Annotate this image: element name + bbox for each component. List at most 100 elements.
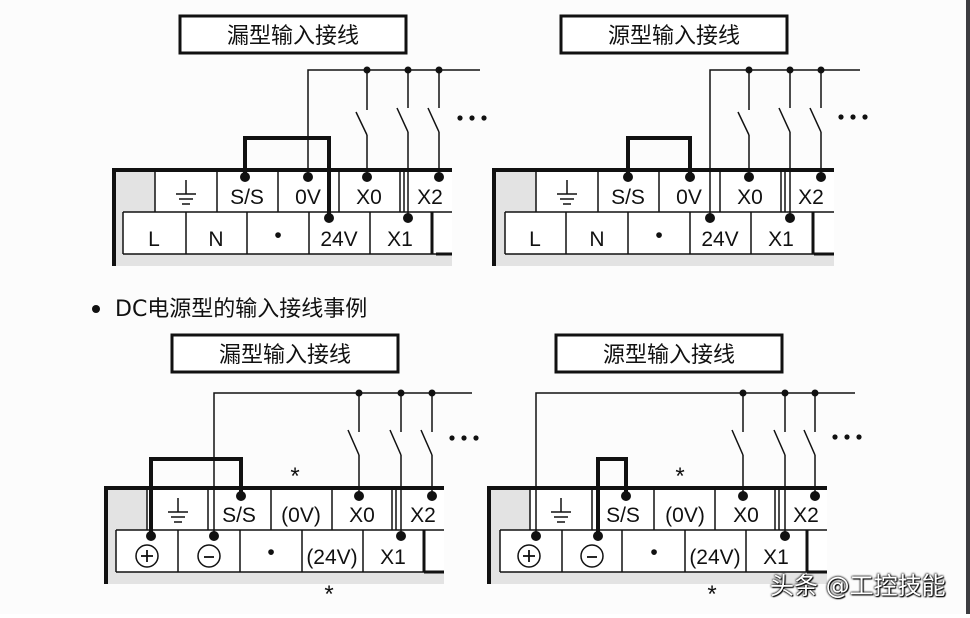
- terminal-dot: [303, 172, 313, 182]
- terminal-label: S/S: [222, 504, 256, 527]
- terminal-label: (24V): [689, 546, 740, 569]
- switch-x2: [427, 66, 444, 182]
- ground-icon: [557, 180, 577, 205]
- terminal-label: X2: [798, 186, 824, 209]
- terminal-block: S/S (0V) X0 X2 • (24V) X1 * *: [104, 463, 444, 608]
- bullet-icon: [92, 305, 100, 313]
- switch-x0: [347, 389, 364, 501]
- terminal-label: •: [655, 224, 662, 247]
- terminal-dot: [146, 531, 156, 541]
- switch-x0: [737, 66, 754, 182]
- wiring: [623, 66, 868, 223]
- jumper-wire: [243, 136, 331, 218]
- terminal-label: X0: [737, 186, 763, 209]
- terminal-label: S/S: [611, 186, 645, 209]
- terminal-label: X0: [733, 504, 759, 527]
- terminal-block: S/S (0V) X0 X2 • (24V) X1 * *: [487, 463, 827, 608]
- common-wire: [535, 392, 855, 536]
- terminal-label: N: [208, 228, 223, 251]
- watermark: 头条 @工控技能: [770, 572, 946, 600]
- common-wire: [709, 69, 860, 218]
- diagram-title: 源型输入接线: [603, 343, 735, 368]
- terminal-label: 0V: [295, 186, 321, 209]
- diagram-ac-source: 源型输入接线: [492, 14, 868, 266]
- wiring: [240, 66, 487, 223]
- terminal-label: X2: [793, 504, 819, 527]
- switch-x0: [355, 66, 372, 182]
- terminal-dot: [209, 531, 219, 541]
- asterisk-note: *: [290, 463, 299, 490]
- switch-x1: [773, 389, 790, 541]
- terminal-label: X1: [768, 228, 794, 251]
- terminal-label: X1: [387, 228, 413, 251]
- terminal-block: S/S 0V X0 X2 L N • 24V X1: [492, 168, 834, 266]
- terminal-label: X1: [380, 546, 406, 569]
- terminal-label: •: [650, 541, 657, 564]
- ellipsis-icon: [838, 114, 868, 120]
- terminal-dot: [685, 172, 695, 182]
- terminal-dot: [236, 491, 246, 501]
- terminal-label: N: [589, 228, 604, 251]
- wiring: [146, 389, 479, 541]
- title-box: 漏型输入接线: [170, 333, 400, 374]
- terminal-label: •: [274, 224, 281, 247]
- terminal-label: (24V): [306, 546, 357, 569]
- window-edge: [966, 0, 970, 614]
- ellipsis-icon: [457, 115, 487, 121]
- title-box: 源型输入接线: [559, 14, 789, 55]
- switch-x2: [803, 389, 820, 501]
- jumper-wire: [626, 136, 692, 177]
- diagram-title: 漏型输入接线: [227, 24, 359, 49]
- diagram-title: 漏型输入接线: [219, 343, 351, 368]
- terminal-label: X1: [763, 546, 789, 569]
- switch-x1: [778, 66, 795, 223]
- terminal-label: L: [148, 228, 160, 251]
- terminal-label: •: [267, 541, 274, 564]
- jumper-wire: [149, 457, 243, 536]
- terminal-dot: [593, 531, 603, 541]
- terminal-dot: [621, 491, 631, 501]
- terminal-label: 24V: [320, 228, 357, 251]
- diagram-ac-sink: 漏型输入接线: [112, 14, 487, 266]
- plus-terminal-icon: [135, 544, 159, 568]
- terminal-block: S/S 0V X0 X2 L N • 24V X1: [112, 168, 452, 266]
- terminal-label: X2: [410, 504, 436, 527]
- terminal-label: X0: [356, 186, 382, 209]
- terminal-label: X2: [417, 186, 443, 209]
- terminal-label: 0V: [676, 186, 702, 209]
- diagram-title: 源型输入接线: [608, 24, 740, 49]
- minus-terminal-icon: [197, 544, 221, 568]
- terminal-dot: [623, 172, 633, 182]
- common-wire: [213, 392, 472, 536]
- ground-icon: [168, 498, 188, 523]
- terminal-label: S/S: [606, 504, 640, 527]
- switch-x2: [809, 66, 826, 182]
- terminal-label: (0V): [665, 504, 705, 527]
- wiring: [531, 389, 862, 541]
- section-heading: DC电源型的输入接线事例: [92, 297, 367, 322]
- common-wire: [307, 69, 480, 177]
- switch-x2: [420, 389, 437, 501]
- minus-terminal-icon: [580, 544, 604, 568]
- asterisk-note: *: [707, 581, 716, 608]
- terminal-dot: [324, 213, 334, 223]
- terminal-label: 24V: [701, 228, 738, 251]
- section-heading-text: DC电源型的输入接线事例: [115, 297, 367, 322]
- terminal-label: (0V): [281, 504, 321, 527]
- ellipsis-icon: [449, 435, 479, 441]
- title-box: 漏型输入接线: [178, 14, 408, 55]
- ground-icon: [551, 498, 571, 523]
- terminal-label: S/S: [230, 186, 264, 209]
- jumper-wire: [596, 457, 628, 536]
- terminal-dot: [240, 172, 250, 182]
- ellipsis-icon: [832, 434, 862, 440]
- asterisk-note: *: [675, 463, 684, 490]
- switch-x1: [389, 389, 406, 541]
- terminal-label: L: [529, 228, 541, 251]
- terminal-label: X0: [349, 504, 375, 527]
- switch-x1: [396, 66, 413, 223]
- title-box: 源型输入接线: [554, 333, 784, 374]
- switch-x0: [731, 389, 748, 501]
